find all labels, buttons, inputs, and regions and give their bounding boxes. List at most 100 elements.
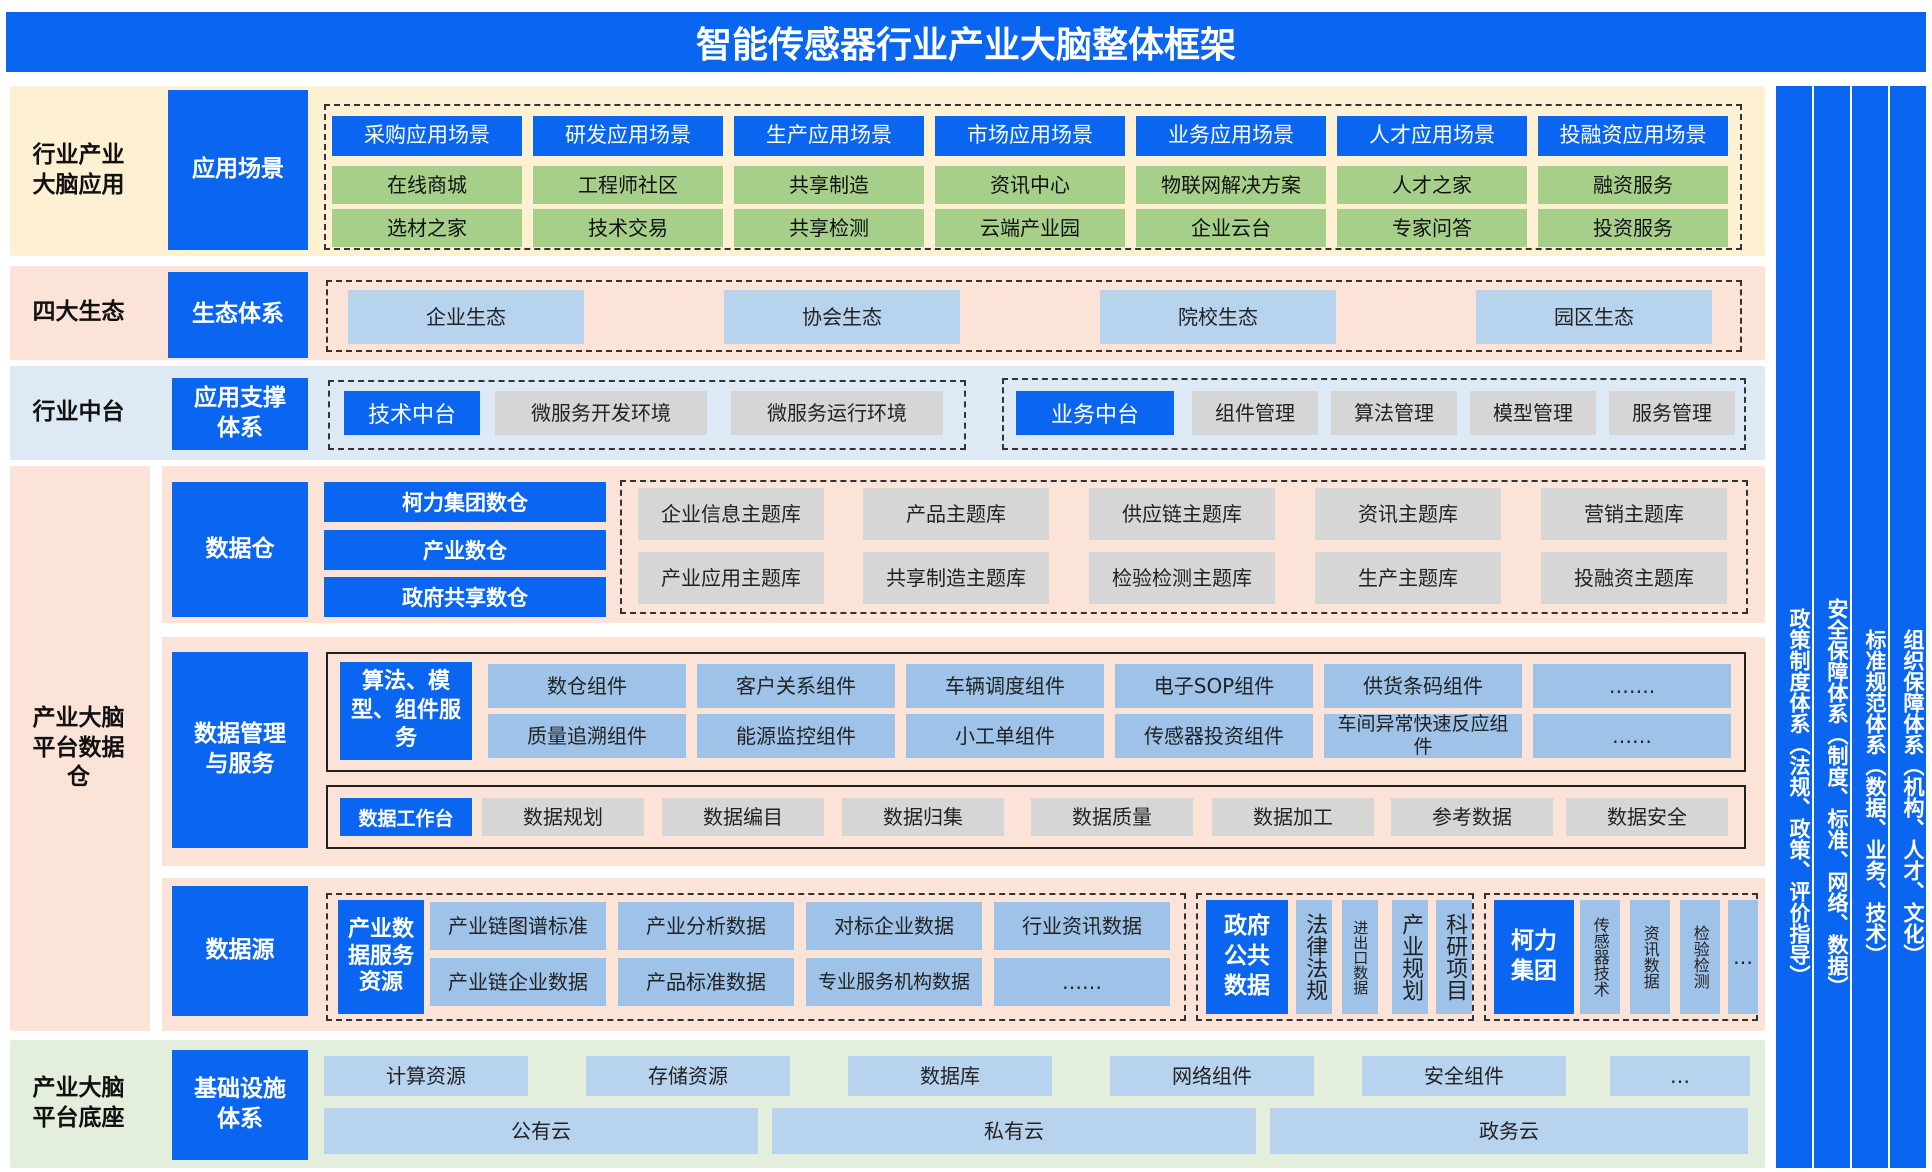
topic-library-item: 共享制造主题库	[863, 552, 1049, 604]
sub-label-middle: 应用支撑体系	[172, 378, 308, 450]
tech-middle-item: 微服务运行环境	[731, 391, 943, 435]
diagram-title: 智能传感器行业产业大脑整体框架	[6, 12, 1926, 72]
scenario-item: 共享制造	[734, 166, 924, 204]
workbench-item: 数据归集	[842, 798, 1004, 836]
sub-label-source: 数据源	[172, 886, 308, 1016]
base-resource-item: …	[1610, 1056, 1750, 1096]
workbench-item: 数据安全	[1566, 798, 1728, 836]
keli-source-item: 资讯数据	[1630, 900, 1670, 1014]
biz-middle-frame	[1002, 378, 1746, 450]
warehouse-left-item: 产业数仓	[324, 530, 606, 570]
biz-middle-item: 模型管理	[1470, 391, 1596, 435]
ecology-item: 协会生态	[724, 290, 960, 344]
row-label-middle: 行业中台	[32, 399, 125, 426]
scenario-item: 工程师社区	[533, 166, 723, 204]
platform-divider-1	[156, 623, 1765, 637]
row-label-application: 行业产业大脑应用	[32, 142, 125, 198]
sub-label-warehouse: 数据仓	[172, 482, 308, 617]
component-item: 数仓组件	[488, 664, 686, 708]
workbench-item: 数据规划	[482, 798, 644, 836]
base-cloud-item: 政务云	[1270, 1108, 1748, 1154]
component-item: ……	[1533, 714, 1731, 758]
component-item: 电子SOP组件	[1115, 664, 1313, 708]
tech-middle-item: 微服务开发环境	[495, 391, 707, 435]
gov-source-frame	[1196, 893, 1474, 1021]
base-resource-item: 网络组件	[1110, 1056, 1314, 1096]
component-item: 供货条码组件	[1324, 664, 1522, 708]
gov-source-item: 产业规划	[1392, 900, 1428, 1014]
gov-source-header: 政府公共数据	[1206, 900, 1288, 1014]
tech-middle-header: 技术中台	[344, 391, 480, 435]
industry-source-item: 产业分析数据	[618, 902, 794, 950]
keli-source-item: …	[1728, 900, 1758, 1014]
industry-source-item: ……	[994, 958, 1170, 1006]
industry-source-frame	[326, 893, 1186, 1021]
topic-library-item: 供应链主题库	[1089, 488, 1275, 540]
industry-source-item: 专业服务机构数据	[806, 958, 982, 1006]
base-resource-item: 计算资源	[324, 1056, 528, 1096]
scenario-item: 选材之家	[332, 209, 522, 247]
side-column: 组织保障体系（机构、人才、文化）	[1890, 86, 1926, 1168]
side-column: 政策制度体系（法规、政策、评价指导）	[1776, 86, 1812, 1168]
gov-source-item: 科研项目	[1436, 900, 1472, 1014]
scenario-item: 专家问答	[1337, 209, 1527, 247]
workbench-item: 数据编目	[662, 798, 824, 836]
warehouse-left-item: 政府共享数仓	[324, 577, 606, 617]
platform-divider-left	[150, 466, 162, 1031]
scenario-header: 研发应用场景	[533, 116, 723, 156]
base-resource-item: 安全组件	[1362, 1056, 1566, 1096]
ecology-item: 企业生态	[348, 290, 584, 344]
tech-middle-frame	[328, 380, 966, 450]
industry-source-item: 产业链企业数据	[430, 958, 606, 1006]
biz-middle-item: 组件管理	[1192, 391, 1318, 435]
base-resource-item: 存储资源	[586, 1056, 790, 1096]
topic-library-item: 产品主题库	[863, 488, 1049, 540]
industry-source-item: 产品标准数据	[618, 958, 794, 1006]
ecology-item: 院校生态	[1100, 290, 1336, 344]
component-frame	[326, 652, 1746, 772]
sub-label-management: 数据管理与服务	[172, 652, 308, 848]
ecology-item: 园区生态	[1476, 290, 1712, 344]
component-item: 客户关系组件	[697, 664, 895, 708]
base-cloud-item: 公有云	[324, 1108, 758, 1154]
industry-source-item: 行业资讯数据	[994, 902, 1170, 950]
row-label-platform: 产业大脑平台数据仓	[32, 704, 125, 791]
keli-source-header: 柯力集团	[1494, 900, 1574, 1014]
application-frame	[324, 104, 1742, 250]
scenario-item: 融资服务	[1538, 166, 1728, 204]
scenario-header: 投融资应用场景	[1538, 116, 1728, 156]
keli-source-item: 传感器技术	[1580, 900, 1620, 1014]
workbench-header: 数据工作台	[340, 798, 472, 836]
component-item: 能源监控组件	[697, 714, 895, 758]
side-column: 标准规范体系（数据、业务、技术）	[1852, 86, 1888, 1168]
component-item: 小工单组件	[906, 714, 1104, 758]
side-column: 安全保障体系（制度、标准、网络、数据）	[1814, 86, 1850, 1168]
platform-divider-2	[156, 866, 1765, 878]
topic-library-item: 生产主题库	[1315, 552, 1501, 604]
gov-source-item: 法律法规	[1296, 900, 1332, 1014]
industry-source-item: 对标企业数据	[806, 902, 982, 950]
base-cloud-item: 私有云	[772, 1108, 1256, 1154]
sub-label-ecology: 生态体系	[168, 272, 308, 358]
scenario-header: 人才应用场景	[1337, 116, 1527, 156]
biz-middle-header: 业务中台	[1016, 391, 1174, 435]
workbench-item: 数据质量	[1031, 798, 1193, 836]
base-resource-item: 数据库	[848, 1056, 1052, 1096]
component-item: 车辆调度组件	[906, 664, 1104, 708]
gov-source-item: 进出口数据	[1342, 900, 1378, 1014]
scenario-header: 生产应用场景	[734, 116, 924, 156]
scenario-item: 在线商城	[332, 166, 522, 204]
biz-middle-item: 服务管理	[1609, 391, 1735, 435]
topic-library-item: 资讯主题库	[1315, 488, 1501, 540]
biz-middle-item: 算法管理	[1331, 391, 1457, 435]
scenario-item: 共享检测	[734, 209, 924, 247]
row-label-base: 产业大脑平台底座	[32, 1075, 125, 1131]
component-item: …….	[1533, 664, 1731, 708]
topic-library-item: 检验检测主题库	[1089, 552, 1275, 604]
algo-header: 算法、模型、组件服务	[340, 662, 472, 760]
component-item: 车间异常快速反应组件	[1324, 713, 1522, 758]
sub-label-application: 应用场景	[168, 90, 308, 250]
scenario-item: 投资服务	[1538, 209, 1728, 247]
scenario-item: 人才之家	[1337, 166, 1527, 204]
ecology-frame	[326, 280, 1742, 352]
